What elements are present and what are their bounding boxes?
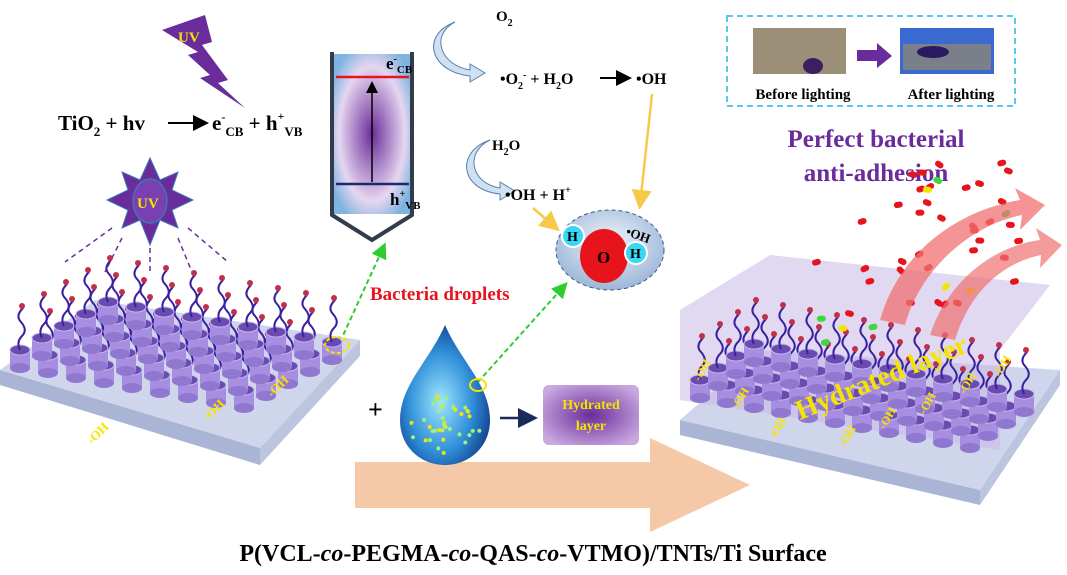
svg-text:H: H: [567, 230, 578, 245]
bacterium: [440, 428, 444, 432]
polymer-brush: [134, 265, 140, 307]
bacterium: [428, 425, 432, 429]
polymer-brush: [330, 300, 336, 342]
bacterium: [442, 451, 446, 455]
polymer-brush: [302, 295, 308, 337]
band-diagram: e-CB h+VB: [332, 52, 421, 240]
water-label: H2O: [492, 138, 520, 158]
water-droplet-icon: [400, 325, 490, 465]
arrow-right-icon: [857, 43, 892, 68]
polymer-brush: [218, 280, 224, 322]
before-photo: [753, 28, 846, 74]
bacterium: [441, 438, 445, 442]
polymer-brush: [190, 275, 196, 317]
bacterium: [1003, 167, 1013, 176]
bacterium: [477, 429, 481, 433]
bacterium: [463, 440, 467, 444]
left-tnt-substrate: -OH -OH -OH: [0, 255, 360, 465]
svg-text:Hydrated: Hydrated: [562, 398, 620, 413]
hydroxyl-radical-label: •OH: [636, 71, 667, 88]
water-molecule: H O H •OH: [556, 210, 664, 290]
before-after-photos: Before lighting After lighting: [727, 16, 1015, 106]
superoxide-reaction: •O2- + H2O: [500, 70, 573, 92]
nanotube: [322, 295, 342, 365]
bacterium: [974, 179, 984, 187]
bacterium: [936, 213, 947, 222]
bacterium: [961, 184, 971, 192]
hydrated-layer-box: Hydrated layer: [543, 385, 639, 445]
svg-text:UV: UV: [178, 30, 200, 46]
bacterium: [467, 433, 471, 437]
polymer-brush: [106, 260, 112, 302]
bacterium: [857, 217, 867, 225]
bacterium: [893, 201, 903, 209]
bacterium: [1006, 222, 1015, 229]
bacterium: [437, 409, 441, 413]
photocatalysis-equation: TiO2 + hv: [58, 111, 145, 139]
bacterium: [969, 247, 978, 254]
bacterium: [409, 421, 413, 425]
figure-caption: P(VCL-co-PEGMA-co-QAS-co-VTMO)/TNTs/Ti S…: [239, 541, 827, 567]
svg-text:layer: layer: [576, 419, 606, 434]
bacterium: [918, 169, 927, 175]
bacterium: [436, 446, 440, 450]
bacterium: [897, 257, 908, 266]
polymer-brush: [274, 290, 280, 332]
nanotube: [10, 303, 30, 373]
svg-text:H: H: [630, 247, 641, 262]
polymer-brush: [62, 284, 68, 326]
bacterium: [915, 209, 924, 215]
bacterium: [444, 397, 448, 401]
bacterium: [441, 416, 445, 420]
bacteria-droplets-label: Bacteria droplets: [370, 284, 510, 305]
svg-text:UV: UV: [137, 196, 159, 212]
bacterium: [424, 438, 428, 442]
bacterium: [422, 418, 426, 422]
bacterium: [448, 427, 452, 431]
bacterium: [997, 159, 1007, 167]
bacterium: [463, 406, 467, 410]
curved-arrow-icon: [434, 22, 485, 82]
bacterium: [442, 422, 446, 426]
oxygen-label: O2: [496, 9, 513, 29]
svg-text:Before lighting: Before lighting: [755, 87, 851, 103]
headline: Perfect bacterial: [788, 126, 965, 153]
bacterium: [451, 405, 455, 409]
bacterium: [468, 414, 472, 418]
bacterium: [441, 404, 445, 408]
bacterium: [433, 429, 437, 433]
polymer-brush: [18, 308, 24, 350]
right-tnt-substrate: Hydrated layer -OH -OH -OH -OH -OH -OH -…: [680, 159, 1062, 505]
polymer-brush: [162, 270, 168, 312]
bacterium: [459, 412, 463, 416]
bacterium: [975, 237, 984, 243]
svg-text:O: O: [597, 248, 610, 267]
plus-sign: +: [368, 395, 383, 424]
uv-sun-icon: UV: [65, 158, 228, 272]
bacterium: [1014, 237, 1024, 244]
bacterium: [817, 316, 826, 322]
bacterium: [922, 198, 933, 207]
polymer-brush: [246, 285, 252, 327]
bacterium: [471, 429, 475, 433]
bacterium: [436, 397, 440, 401]
bacterium: [457, 432, 461, 436]
water-oxidation-products: •OH + H+: [505, 185, 571, 204]
bacterium: [428, 438, 432, 442]
polymer-brush: [40, 296, 46, 338]
bacterium: [465, 409, 469, 413]
svg-text:After lighting: After lighting: [908, 87, 995, 103]
bacterium: [411, 435, 415, 439]
bacterium: [838, 325, 847, 331]
svg-text:-OH: -OH: [84, 419, 112, 447]
uv-lightning-icon: UV: [162, 15, 245, 108]
equation-products: e-CB + h+VB: [212, 109, 303, 139]
bacterium: [431, 401, 435, 405]
